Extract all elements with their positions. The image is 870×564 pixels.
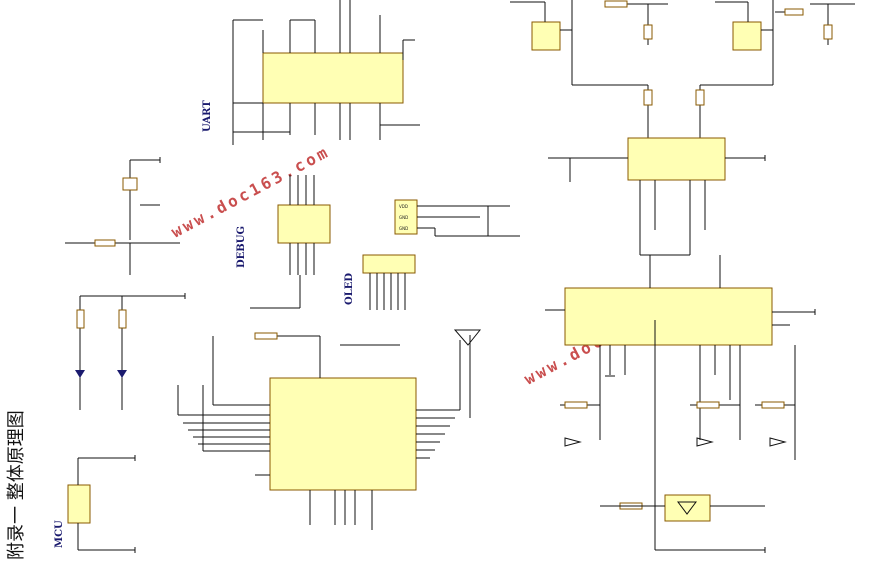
debug-module: DEBUG [236, 175, 331, 309]
pull-resistor-2 [823, 24, 833, 40]
uart-chip [262, 52, 404, 104]
resistor-r1 [94, 239, 116, 247]
motor-driver-module [545, 255, 815, 551]
sense-resistor-1 [564, 401, 588, 409]
mcu-module [177, 329, 482, 530]
debug-section-label: DEBUG [236, 226, 247, 268]
pull-resistor-1 [643, 24, 653, 40]
crystal-module: MCU [54, 457, 135, 551]
mcu-chip [269, 377, 417, 491]
dual-driver-chip [627, 137, 726, 181]
sense-resistor-3 [761, 401, 785, 409]
crystal-chip [67, 484, 91, 524]
power-header-module: VDD GND GND [394, 199, 520, 237]
debug-header-chip [277, 204, 331, 244]
sense-resistor-2 [696, 401, 720, 409]
buffer-icon-1 [564, 437, 582, 447]
gate-resistor-1 [604, 0, 628, 8]
motor-driver-chip [564, 287, 773, 346]
regulator-icon [677, 501, 697, 515]
reset-switch [122, 177, 138, 191]
page-title: 附录一 整体原理图 [6, 410, 27, 560]
driver-chip-1 [531, 21, 561, 51]
dual-driver-module [548, 137, 765, 256]
uart-section-label: UART [202, 100, 213, 132]
oled-connector-chip [362, 254, 416, 274]
regulator-chip [664, 494, 711, 522]
reset-circuit [65, 159, 180, 275]
power-pin-2: GND [399, 215, 408, 220]
buffer-icon-2 [696, 437, 714, 447]
oled-section-label: OLED [344, 273, 355, 305]
driver-top-right [695, 0, 855, 140]
buffer-icon-3 [769, 437, 787, 447]
power-pin-1: VDD [399, 204, 408, 209]
led2-icon [117, 370, 127, 378]
driver-resistor-2 [695, 89, 705, 106]
mcu-section-label: MCU [54, 520, 65, 548]
regulator-module [600, 494, 765, 522]
driver-top-left [510, 0, 668, 140]
led2-resistor [118, 309, 127, 329]
oled-module: OLED [344, 254, 416, 310]
driver-chip-2 [732, 21, 762, 51]
uart-module: UART [202, 0, 420, 145]
led-circuit [75, 295, 185, 410]
gate-resistor-2 [784, 8, 804, 16]
led1-icon [75, 370, 85, 378]
driver-resistor-1 [643, 89, 653, 106]
ground-symbols [134, 155, 816, 553]
power-pin-3: GND [399, 226, 408, 231]
led1-resistor [76, 309, 85, 329]
mcu-pullup-resistor [254, 332, 278, 340]
